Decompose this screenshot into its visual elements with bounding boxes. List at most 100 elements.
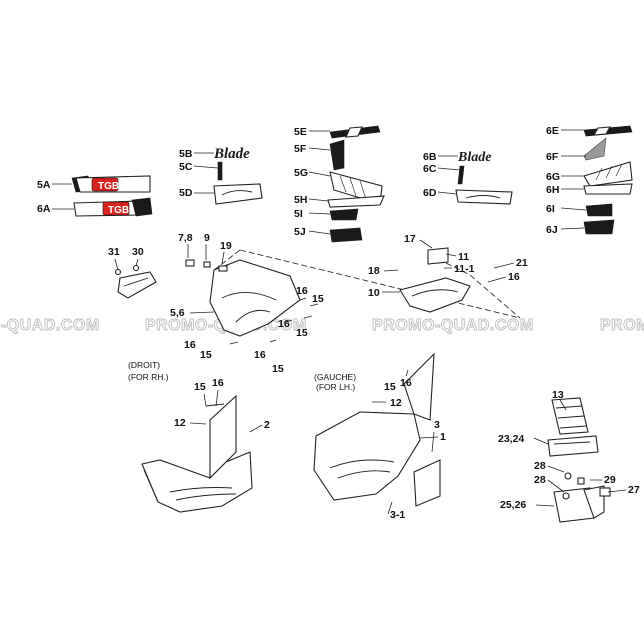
callout-19: 19 — [220, 240, 232, 252]
callout-6a: 6A — [37, 203, 51, 215]
fastener-set-center — [229, 297, 319, 345]
decal-6g — [583, 161, 633, 187]
callout-5-6: 5,6 — [170, 307, 185, 319]
callout-21: 21 — [516, 257, 528, 269]
callout-7-8: 7,8 — [178, 232, 193, 244]
callout-16: 16 — [296, 285, 308, 297]
decal-6j — [583, 219, 615, 235]
callout-12: 12 — [174, 417, 186, 429]
decal-5c — [217, 161, 223, 181]
decal-6h — [583, 183, 633, 195]
callout-16: 16 — [278, 318, 290, 330]
callout-23-24: 23,24 — [498, 433, 524, 445]
watermark-text: PROMO-QUAD.COM — [0, 317, 100, 334]
callout-16: 16 — [212, 377, 224, 389]
callout-27: 27 — [628, 484, 640, 496]
callout-6g: 6G — [546, 171, 560, 183]
callout-2: 2 — [264, 419, 270, 431]
callout-5f: 5F — [294, 143, 307, 155]
callout-28: 28 — [534, 474, 546, 486]
part-3-side-panel — [413, 459, 441, 507]
part-23-24-cover — [547, 435, 599, 457]
decal-6c — [457, 165, 465, 185]
side-label-left-fr: (GAUCHE) — [314, 372, 356, 382]
callout-3: 3 — [434, 419, 440, 431]
callout-13: 13 — [552, 389, 564, 401]
callout-12: 12 — [390, 397, 402, 409]
callout-5d: 5D — [179, 187, 193, 199]
decal-5b: Blade — [213, 146, 250, 162]
callout-6f: 6F — [546, 151, 559, 163]
callout-15: 15 — [200, 349, 212, 361]
part-30-31-bracket — [114, 264, 157, 299]
decal-5h — [327, 195, 385, 208]
part-13-filter-element — [551, 397, 589, 435]
callout-11: 11 — [458, 251, 469, 263]
callout-29: 29 — [604, 474, 616, 486]
callout-17: 17 — [404, 233, 416, 245]
watermark-text: PROMO-QUAD.COM — [372, 317, 534, 334]
callout-15: 15 — [194, 381, 206, 393]
decal-6b: Blade — [457, 150, 491, 165]
callout-5j: 5J — [294, 226, 306, 238]
part-10-fender-cover — [399, 247, 471, 313]
part-2-right-footrest — [141, 394, 253, 513]
callout-1: 1 — [440, 431, 446, 443]
callout-5b: 5B — [179, 148, 193, 160]
decal-5f — [329, 139, 345, 171]
callout-16: 16 — [254, 349, 266, 361]
callout-25-26: 25,26 — [500, 499, 526, 511]
callout-5e: 5E — [294, 126, 307, 138]
callout-15: 15 — [296, 327, 308, 339]
part-25-26-box — [553, 472, 611, 523]
callout-18: 18 — [368, 265, 380, 277]
decal-6f — [583, 137, 607, 161]
part-5-6-center-panel — [185, 259, 301, 337]
callout-6d: 6D — [423, 187, 437, 199]
callout-6c: 6C — [423, 163, 437, 175]
callout-15: 15 — [272, 363, 284, 375]
callout-3-1: 3-1 — [390, 509, 405, 521]
decal-6e — [583, 125, 633, 137]
decal-5e — [329, 125, 381, 139]
side-label-right-en: (FOR RH.) — [128, 372, 169, 382]
decal-blade-text: Blade — [457, 150, 491, 165]
callout-16: 16 — [400, 377, 412, 389]
callout-5a: 5A — [37, 179, 51, 191]
part-1-left-footrest — [313, 352, 435, 501]
callout-5h: 5H — [294, 194, 307, 206]
callout-11-1: 11-1 — [454, 263, 475, 275]
decal-blade-text: Blade — [213, 146, 250, 162]
callout-5c: 5C — [179, 161, 193, 173]
callout-16: 16 — [184, 339, 196, 351]
callout-16: 16 — [508, 271, 520, 283]
callout-6b: 6B — [423, 151, 437, 163]
decal-5i — [329, 208, 359, 221]
decal-5a: TGB — [71, 175, 151, 193]
callout-6e: 6E — [546, 125, 559, 137]
watermark-text: PROMO-QUAD.COM — [600, 317, 644, 334]
side-label-left-en: (FOR LH.) — [316, 382, 355, 392]
callout-10: 10 — [368, 287, 380, 299]
callout-30: 30 — [132, 246, 144, 258]
watermark-row: PROMO-QUAD.COM PROMO-QUAD.COM PROMO-QUAD… — [0, 317, 644, 335]
callout-15: 15 — [312, 293, 324, 305]
side-label-right-fr: (DROIT) — [128, 360, 160, 370]
decal-tgb-text: TGB — [108, 205, 129, 216]
decal-6a: TGB — [73, 197, 153, 217]
decal-5d — [213, 183, 263, 205]
callout-6i: 6I — [546, 203, 555, 215]
callout-31: 31 — [108, 246, 120, 258]
decal-5j — [329, 227, 363, 243]
callout-6h: 6H — [546, 184, 559, 196]
callout-6j: 6J — [546, 224, 558, 236]
decal-6i — [585, 203, 613, 217]
callout-15: 15 — [384, 381, 396, 393]
decal-tgb-text: TGB — [98, 181, 119, 192]
callout-5i: 5I — [294, 208, 303, 220]
callout-28: 28 — [534, 460, 546, 472]
callout-5g: 5G — [294, 167, 308, 179]
decal-6d — [455, 189, 513, 205]
callout-9: 9 — [204, 232, 210, 244]
